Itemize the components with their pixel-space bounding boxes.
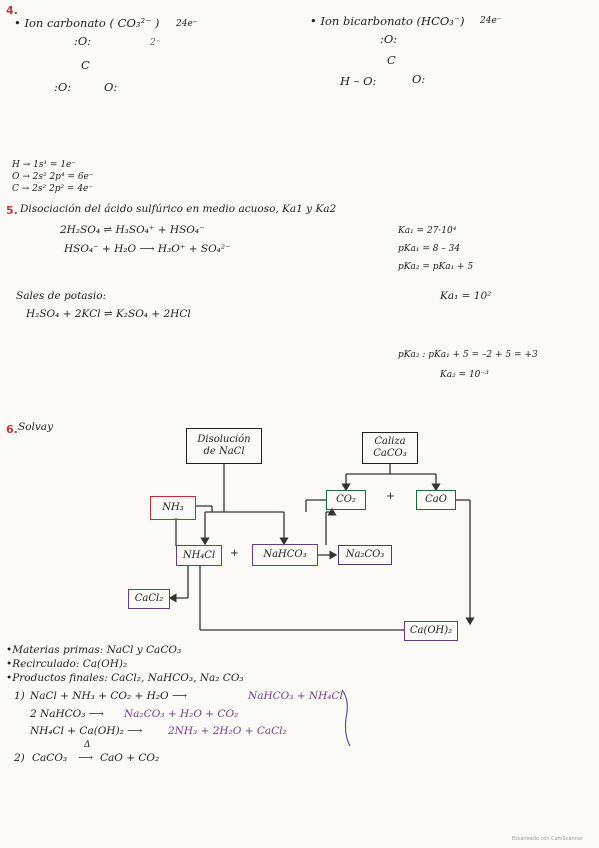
box-na2co3: Na₂CO₃ [338, 545, 392, 565]
box-nacl-line1: Disolución [197, 434, 251, 445]
pka2-value: pKa₂ = pKa₁ + 5 [398, 262, 474, 272]
pka2-line: pKa₂ : pKa₁ + 5 = –2 + 5 = +3 [398, 350, 538, 360]
carbonate-title: • Ion carbonato ( CO₃²⁻ ) [14, 16, 160, 30]
carbonate-carbon: C [81, 58, 90, 72]
bicarbonate-title: • Ion bicarbonato (HCO₃⁻) [310, 14, 465, 28]
plus-nh4cl-nahco3: + [230, 547, 239, 559]
potassium-salts-title: Sales de potasio: [16, 290, 107, 302]
box-nacl-line2: de NaCl [203, 446, 245, 457]
bicarbonate-right-oxygen: O: [412, 72, 426, 86]
reaction-1b-lhs: 2 NaHCO₃ ⟶ [30, 708, 104, 720]
box-nahco3: NaHCO₃ [252, 544, 318, 566]
carbonate-right-oxygen: O: [104, 80, 118, 94]
bullet-raw-materials: •Materias primas: NaCl y CaCO₃ [6, 644, 182, 656]
section-4-number: 4. [6, 4, 18, 17]
bicarbonate-carbon: C [387, 53, 396, 67]
box-cao: CaO [416, 490, 456, 510]
ka2-line: Ka₂ = 10⁻³ [440, 370, 489, 380]
potassium-salts-eq: H₂SO₄ + 2KCl ⇌ K₂SO₄ + 2HCl [26, 308, 191, 320]
box-co2: CO₂ [326, 490, 366, 510]
bicarbonate-electrons: 24e⁻ [480, 16, 502, 26]
electron-config-o: O → 2s² 2p⁴ = 6e⁻ [12, 172, 94, 182]
bullet-recirculated: •Recirculado: Ca(OH)₂ [6, 658, 128, 670]
section-5-title: Disociación del ácido sulfúrico en medio… [20, 203, 337, 215]
sulfuric-eq-2: HSO₄⁻ + H₂O ⟶ H₃O⁺ + SO₄²⁻ [64, 243, 231, 255]
reaction-1c-lhs: NH₄Cl + Ca(OH)₂ ⟶ [30, 725, 143, 737]
carbonate-top-oxygen: :O: [74, 34, 92, 48]
box-cacl2: CaCl₂ [128, 589, 170, 609]
electron-config-c: C → 2s² 2p² = 4e⁻ [12, 184, 94, 194]
reaction-1b-rhs: Na₂CO₃ + H₂O + CO₂ [124, 708, 239, 720]
carbonate-electrons: 24e⁻ [176, 19, 198, 29]
box-caliza-line1: Caliza [374, 436, 406, 447]
box-caoh2: Ca(OH)₂ [404, 621, 458, 641]
bullet-final-products: •Productos finales: CaCl₂, NaHCO₃, Na₂ C… [6, 672, 244, 684]
box-caliza-line2: CaCO₃ [373, 448, 407, 459]
carbonate-charge: 2⁻ [150, 38, 161, 48]
electron-config-h: H → 1s¹ = 1e⁻ [12, 160, 77, 170]
section-6-title: Solvay [18, 421, 53, 433]
bicarbonate-top-oxygen: :O: [380, 32, 398, 46]
reaction-2-arrow: ⟶ [78, 752, 94, 764]
reaction-1a-lhs: NaCl + NH₃ + CO₂ + H₂O ⟶ [30, 690, 188, 702]
pka1-value: pKa₁ = 8 – 34 [398, 244, 461, 254]
section-5-number: 5. [6, 204, 18, 217]
reaction-2-rhs: CaO + CO₂ [100, 752, 160, 764]
reaction-2-label: 2) [14, 752, 25, 764]
reaction-2-delta: Δ [84, 740, 91, 750]
carbonate-left-oxygen: :O: [54, 80, 72, 94]
plus-co2-cao: + [386, 490, 395, 502]
reaction-1c-rhs: 2NH₃ + 2H₂O + CaCl₂ [168, 725, 287, 737]
sulfuric-eq-1: 2H₂SO₄ ⇌ H₃SO₄⁺ + HSO₄⁻ [60, 224, 205, 236]
scanner-watermark: Escaneado con CamScanner [511, 836, 583, 842]
box-nh3: NH₃ [150, 496, 196, 520]
reaction-1-label: 1) [14, 690, 25, 702]
box-nacl-solution: Disolución de NaCl [186, 428, 262, 464]
ka1-value: Ka₁ = 27·10⁴ [398, 226, 457, 236]
ka1-b-value: Ka₁ = 10² [440, 290, 492, 302]
section-6-number: 6. [6, 423, 18, 436]
box-caliza: Caliza CaCO₃ [362, 432, 418, 464]
reaction-1a-rhs: NaHCO₃ + NH₄Cl [248, 690, 343, 702]
reaction-2-lhs: CaCO₃ [32, 752, 68, 764]
box-nh4cl: NH₄Cl [176, 545, 222, 566]
bicarbonate-left-oxygen: H – O: [340, 74, 377, 88]
